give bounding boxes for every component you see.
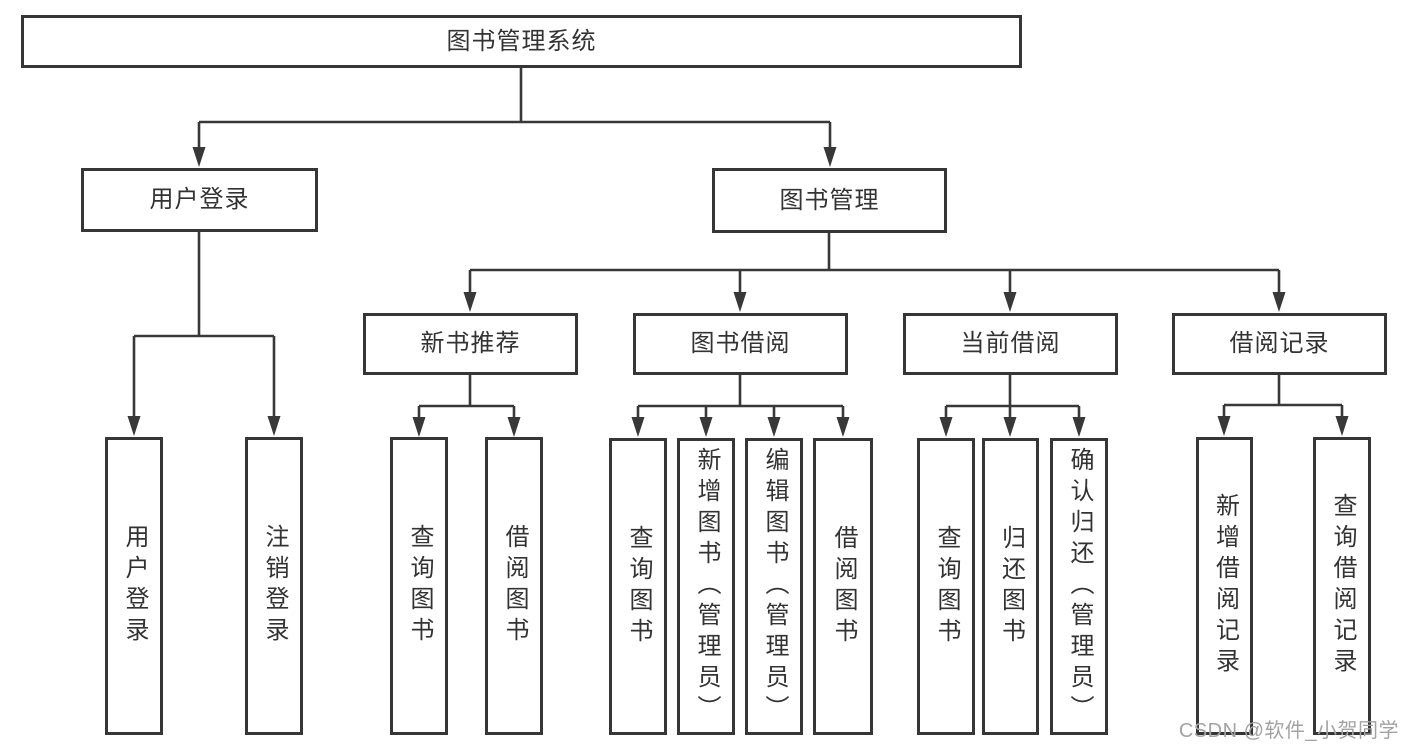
arrow-down-icon xyxy=(507,417,521,437)
arrow-down-icon xyxy=(127,416,141,436)
arrow-down-icon xyxy=(733,292,747,312)
node-label: 借阅图书 xyxy=(501,524,528,648)
arrow-down-icon xyxy=(267,416,281,436)
node-label: 编辑图书（管理员） xyxy=(761,447,788,726)
node-leaf-bb-borrow: 借阅图书 xyxy=(813,438,873,735)
arrow-down-icon xyxy=(939,417,953,437)
node-label: 确认归还（管理员） xyxy=(1066,447,1093,726)
arrow-down-icon xyxy=(1272,292,1286,312)
arrow-down-icon xyxy=(767,417,781,437)
node-leaf-rec-query: 查询图书 xyxy=(390,437,448,735)
node-label: 查询图书 xyxy=(406,524,433,648)
node-borrow-record: 借阅记录 xyxy=(1172,313,1387,375)
node-leaf-rec-borrow: 借阅图书 xyxy=(485,437,543,735)
arrow-down-icon xyxy=(1217,416,1231,436)
node-leaf-bb-query: 查询图书 xyxy=(609,438,667,735)
node-leaf-cb-return: 归还图书 xyxy=(982,438,1039,735)
node-label: 归还图书 xyxy=(997,524,1025,649)
node-label: 注销登录 xyxy=(261,524,288,648)
arrow-down-icon xyxy=(823,147,837,167)
node-label: 查询图书 xyxy=(933,524,960,649)
arrow-down-icon xyxy=(1003,417,1017,437)
arrow-down-icon xyxy=(1003,292,1017,312)
node-label: 查询借阅记录 xyxy=(1329,493,1356,679)
node-leaf-logout: 注销登录 xyxy=(245,437,303,735)
arrow-down-icon xyxy=(836,417,850,437)
arrow-down-icon xyxy=(631,417,645,437)
arrow-down-icon xyxy=(699,417,713,437)
node-current-borrow: 当前借阅 xyxy=(903,313,1118,375)
arrow-down-icon xyxy=(192,147,206,167)
node-new-book-rec: 新书推荐 xyxy=(363,313,578,375)
arrow-down-icon xyxy=(1072,417,1086,437)
node-label: 图书管理 xyxy=(779,186,880,214)
node-label: 新增借阅记录 xyxy=(1211,493,1239,679)
node-label: 图书管理系统 xyxy=(446,27,597,55)
node-leaf-cb-query: 查询图书 xyxy=(917,438,975,735)
node-leaf-user-login: 用户登录 xyxy=(105,437,163,735)
node-leaf-bb-add: 新增图书（管理员） xyxy=(677,438,735,735)
node-label: 新书推荐 xyxy=(420,330,521,357)
arrow-down-icon xyxy=(463,292,477,312)
node-user-login-module: 用户登录 xyxy=(81,168,318,232)
node-leaf-bb-edit: 编辑图书（管理员） xyxy=(745,438,803,735)
node-label: 借阅图书 xyxy=(830,524,857,649)
arrow-down-icon xyxy=(1335,416,1349,436)
node-label: 用户登录 xyxy=(149,186,250,213)
node-book-mgmt-module: 图书管理 xyxy=(712,168,947,233)
node-leaf-br-query: 查询借阅记录 xyxy=(1313,437,1371,735)
node-label: 用户登录 xyxy=(121,524,148,648)
node-leaf-cb-confirm: 确认归还（管理员） xyxy=(1050,438,1108,735)
node-system-root: 图书管理系统 xyxy=(21,15,1022,68)
node-label: 查询图书 xyxy=(625,524,652,649)
arrow-down-icon xyxy=(412,417,426,437)
node-book-borrow: 图书借阅 xyxy=(633,313,848,375)
node-label: 借阅记录 xyxy=(1229,330,1330,357)
node-label: 新增图书（管理员） xyxy=(693,447,720,726)
node-label: 当前借阅 xyxy=(960,330,1061,357)
watermark-text: CSDN @软件_小贺同学 xyxy=(1178,720,1399,742)
node-leaf-br-add: 新增借阅记录 xyxy=(1196,437,1253,735)
node-label: 图书借阅 xyxy=(690,330,791,357)
